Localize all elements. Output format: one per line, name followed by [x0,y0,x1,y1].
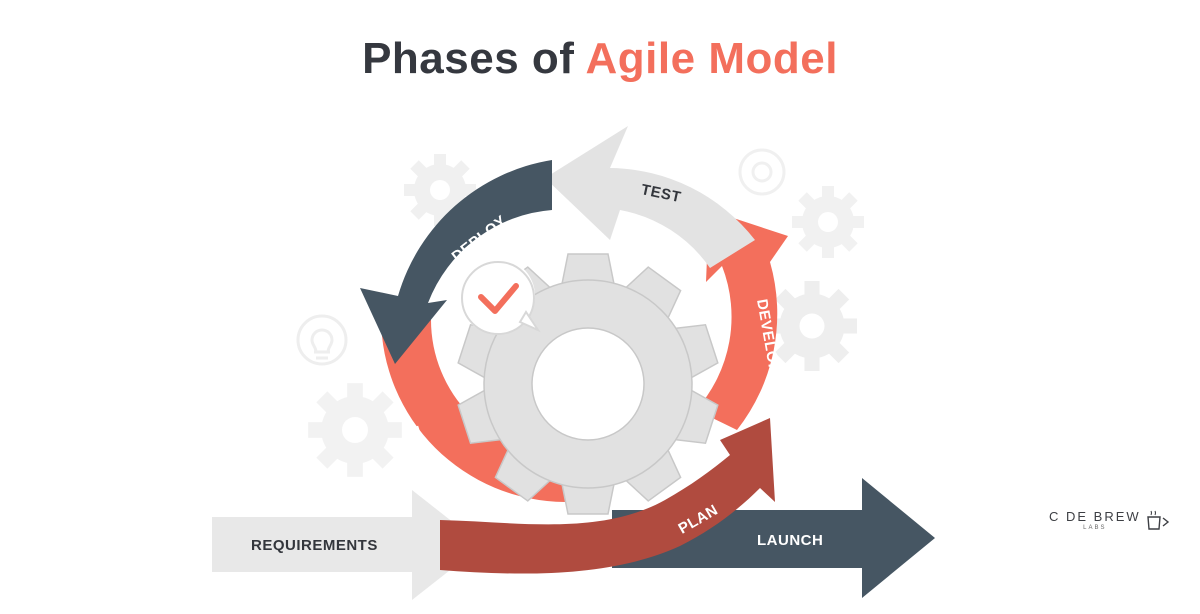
central-gear-icon [455,253,721,515]
launch-arrow [612,478,935,598]
check-icon [478,283,519,314]
logo-name: C DE BREW [1049,509,1141,524]
logo-text: C DE BREW LABS [1049,509,1141,531]
background-gear-icon [767,281,857,371]
requirements-arrow [212,490,482,600]
background-gear-icon [308,383,402,477]
title-part-1: Phases of [362,34,575,83]
page-title: Phases of Agile Model [0,34,1200,84]
develop-arrow [696,210,788,430]
title-part-2: Agile Model [585,34,838,83]
plan-arrow [440,418,775,574]
label-launch: LAUNCH [757,532,823,549]
deploy-arrow [360,160,552,364]
code-brew-logo: C DE BREW LABS [1049,509,1171,531]
background-gear-icon [792,186,864,258]
label-requirements: REQUIREMENTS [251,537,378,554]
check-bubble [458,258,541,335]
coffee-cup-icon [1146,510,1169,530]
background-gear-icon [738,148,786,196]
background-gear-icon [404,154,476,226]
test-arrow [545,126,755,268]
logo-sub: LABS [1083,525,1107,531]
lightbulb-icon [296,314,348,366]
